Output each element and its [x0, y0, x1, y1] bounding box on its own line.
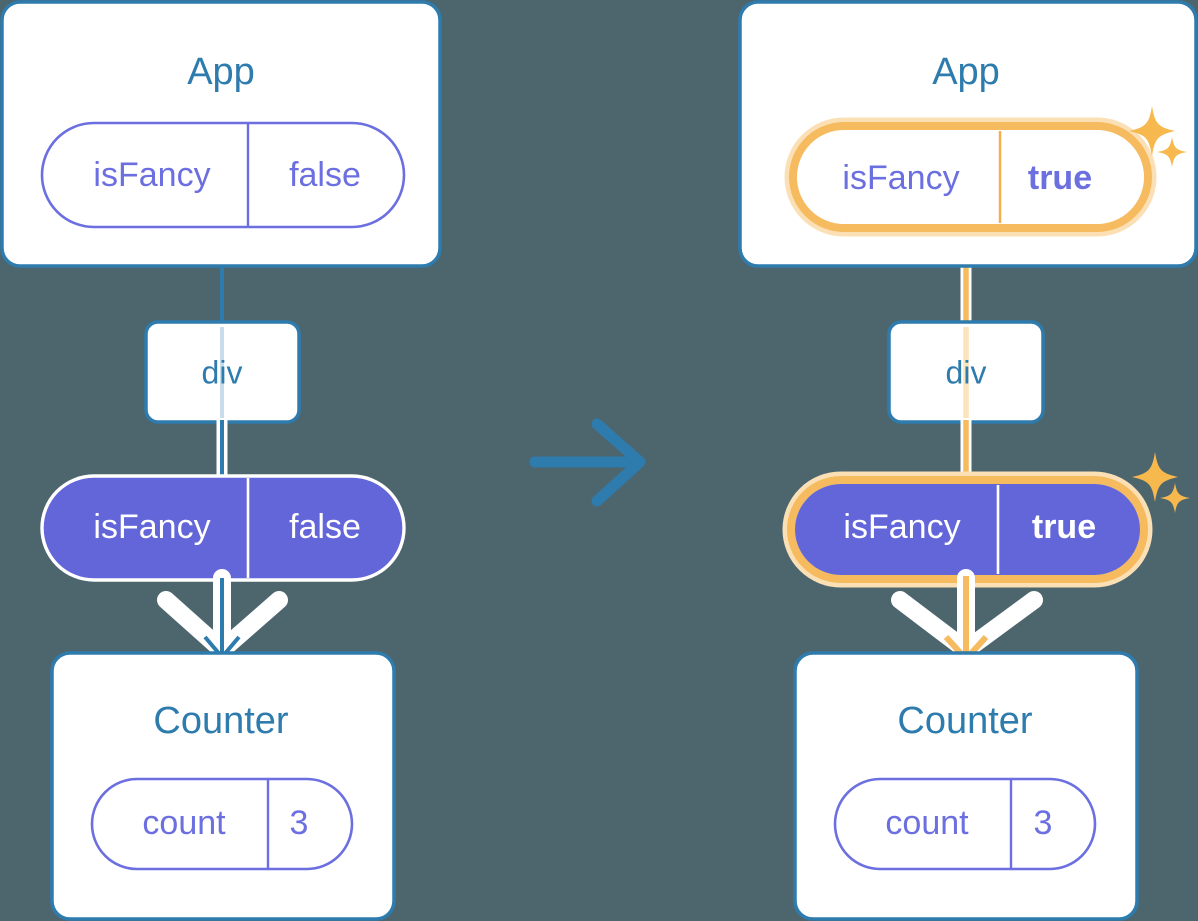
right-app-state-pill — [784, 117, 1157, 237]
right-div-label: div — [946, 354, 987, 390]
left-counter-title: Counter — [153, 700, 289, 742]
left-counter-state-pill — [90, 777, 354, 871]
left-app-title: App — [187, 51, 255, 93]
right-app-state-value: true — [1028, 159, 1092, 197]
transition-arrow-icon — [529, 418, 646, 507]
right-counter-state-key: count — [885, 804, 969, 842]
right-counter-title: Counter — [897, 700, 1033, 742]
sparkle-icon-prop — [1132, 452, 1190, 513]
right-app-state-key: isFancy — [842, 159, 959, 197]
left-app-state-key: isFancy — [93, 156, 210, 194]
right-counter-state-value: 3 — [1034, 804, 1053, 842]
sparkle-icon-app — [1129, 106, 1187, 167]
left-panel: App isFancy false div isF — [0, 0, 442, 921]
left-prop-value: false — [289, 508, 361, 546]
left-app-state-value: false — [289, 156, 361, 194]
left-counter-state-key: count — [142, 804, 226, 842]
right-prop-value: true — [1032, 508, 1096, 546]
right-counter-state-pill — [833, 777, 1097, 871]
right-prop-key: isFancy — [843, 508, 960, 546]
left-div-label: div — [202, 354, 243, 390]
right-panel: App isFancy true div — [738, 0, 1198, 921]
left-arrow-to-counter — [157, 569, 288, 661]
left-app-state-pill — [40, 121, 406, 229]
right-app-title: App — [932, 51, 1000, 93]
left-counter-state-value: 3 — [290, 804, 309, 842]
left-prop-key: isFancy — [93, 508, 210, 546]
right-arrow-to-counter — [891, 569, 1043, 664]
